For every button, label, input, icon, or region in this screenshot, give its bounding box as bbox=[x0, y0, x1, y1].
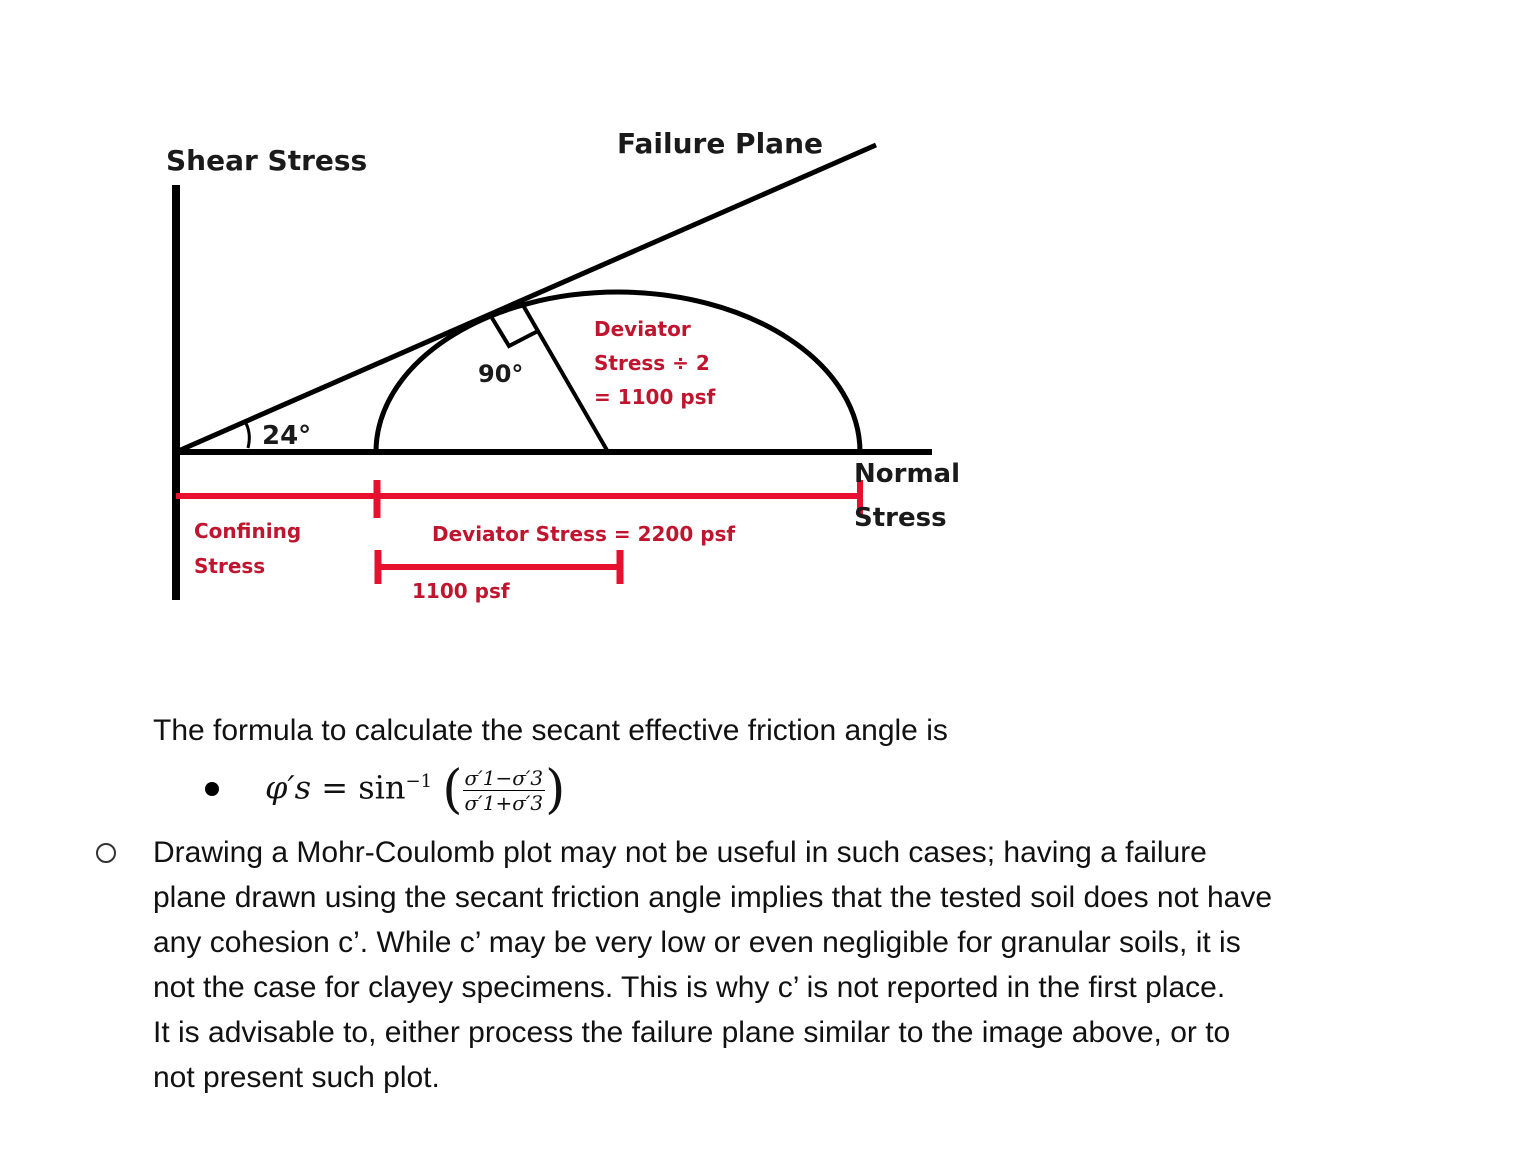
deviator-total-label: Deviator Stress = 2200 psf bbox=[432, 522, 735, 546]
failure-plane-label: Failure Plane bbox=[617, 127, 823, 160]
deviator-half-line-2: Stress ÷ 2 bbox=[594, 351, 710, 375]
paragraph-line: not the case for clayey specimens. This … bbox=[153, 971, 1226, 1004]
deviator-half-line-1: Deviator bbox=[594, 317, 691, 341]
confining-label-line-1: Confining bbox=[194, 519, 301, 543]
friction-angle-label: 24° bbox=[262, 421, 311, 451]
formula-exponent: −1 bbox=[405, 770, 433, 792]
paragraph-line: It is advisable to, either process the f… bbox=[153, 1016, 1231, 1049]
mohr-circle bbox=[373, 289, 863, 453]
right-angle-label: 90° bbox=[478, 360, 523, 388]
x-axis-label-line-1: Normal bbox=[854, 459, 960, 489]
deviator-half-line-3: = 1100 psf bbox=[594, 385, 716, 409]
formula-numerator: σ′1−σ′3 bbox=[462, 765, 546, 791]
bullet-dot bbox=[205, 782, 219, 796]
confining-label-line-2: Stress bbox=[194, 554, 265, 578]
left-paren: ( bbox=[442, 760, 463, 820]
explanation-paragraph: Drawing a Mohr-Coulomb plot may not be u… bbox=[153, 830, 1383, 1100]
x-axis-label-line-2: Stress bbox=[854, 503, 947, 533]
formula-eq: = sin bbox=[321, 768, 406, 807]
formula-denominator: σ′1+σ′3 bbox=[464, 790, 544, 815]
paragraph-line: plane drawn using the secant friction an… bbox=[153, 881, 1273, 914]
paragraph-line: any cohesion c’. While c’ may be very lo… bbox=[153, 926, 1241, 959]
paragraph-line: not present such plot. bbox=[153, 1061, 440, 1094]
circle-bullet bbox=[96, 843, 116, 863]
radius-line bbox=[518, 298, 610, 454]
failure-plane-line bbox=[174, 142, 878, 455]
paragraph-line: Drawing a Mohr-Coulomb plot may not be u… bbox=[153, 836, 1207, 869]
right-paren: ) bbox=[545, 760, 566, 820]
friction-angle-arc bbox=[242, 419, 251, 449]
intro-text: The formula to calculate the secant effe… bbox=[153, 714, 948, 747]
mohr-coulomb-diagram: Shear Stress Failure Plane Deviator Stre… bbox=[166, 127, 960, 603]
radius-label: 1100 psf bbox=[412, 579, 510, 603]
formula-lhs: φ′s bbox=[265, 768, 312, 807]
y-axis-label: Shear Stress bbox=[166, 144, 367, 177]
right-angle-marker bbox=[490, 316, 539, 349]
